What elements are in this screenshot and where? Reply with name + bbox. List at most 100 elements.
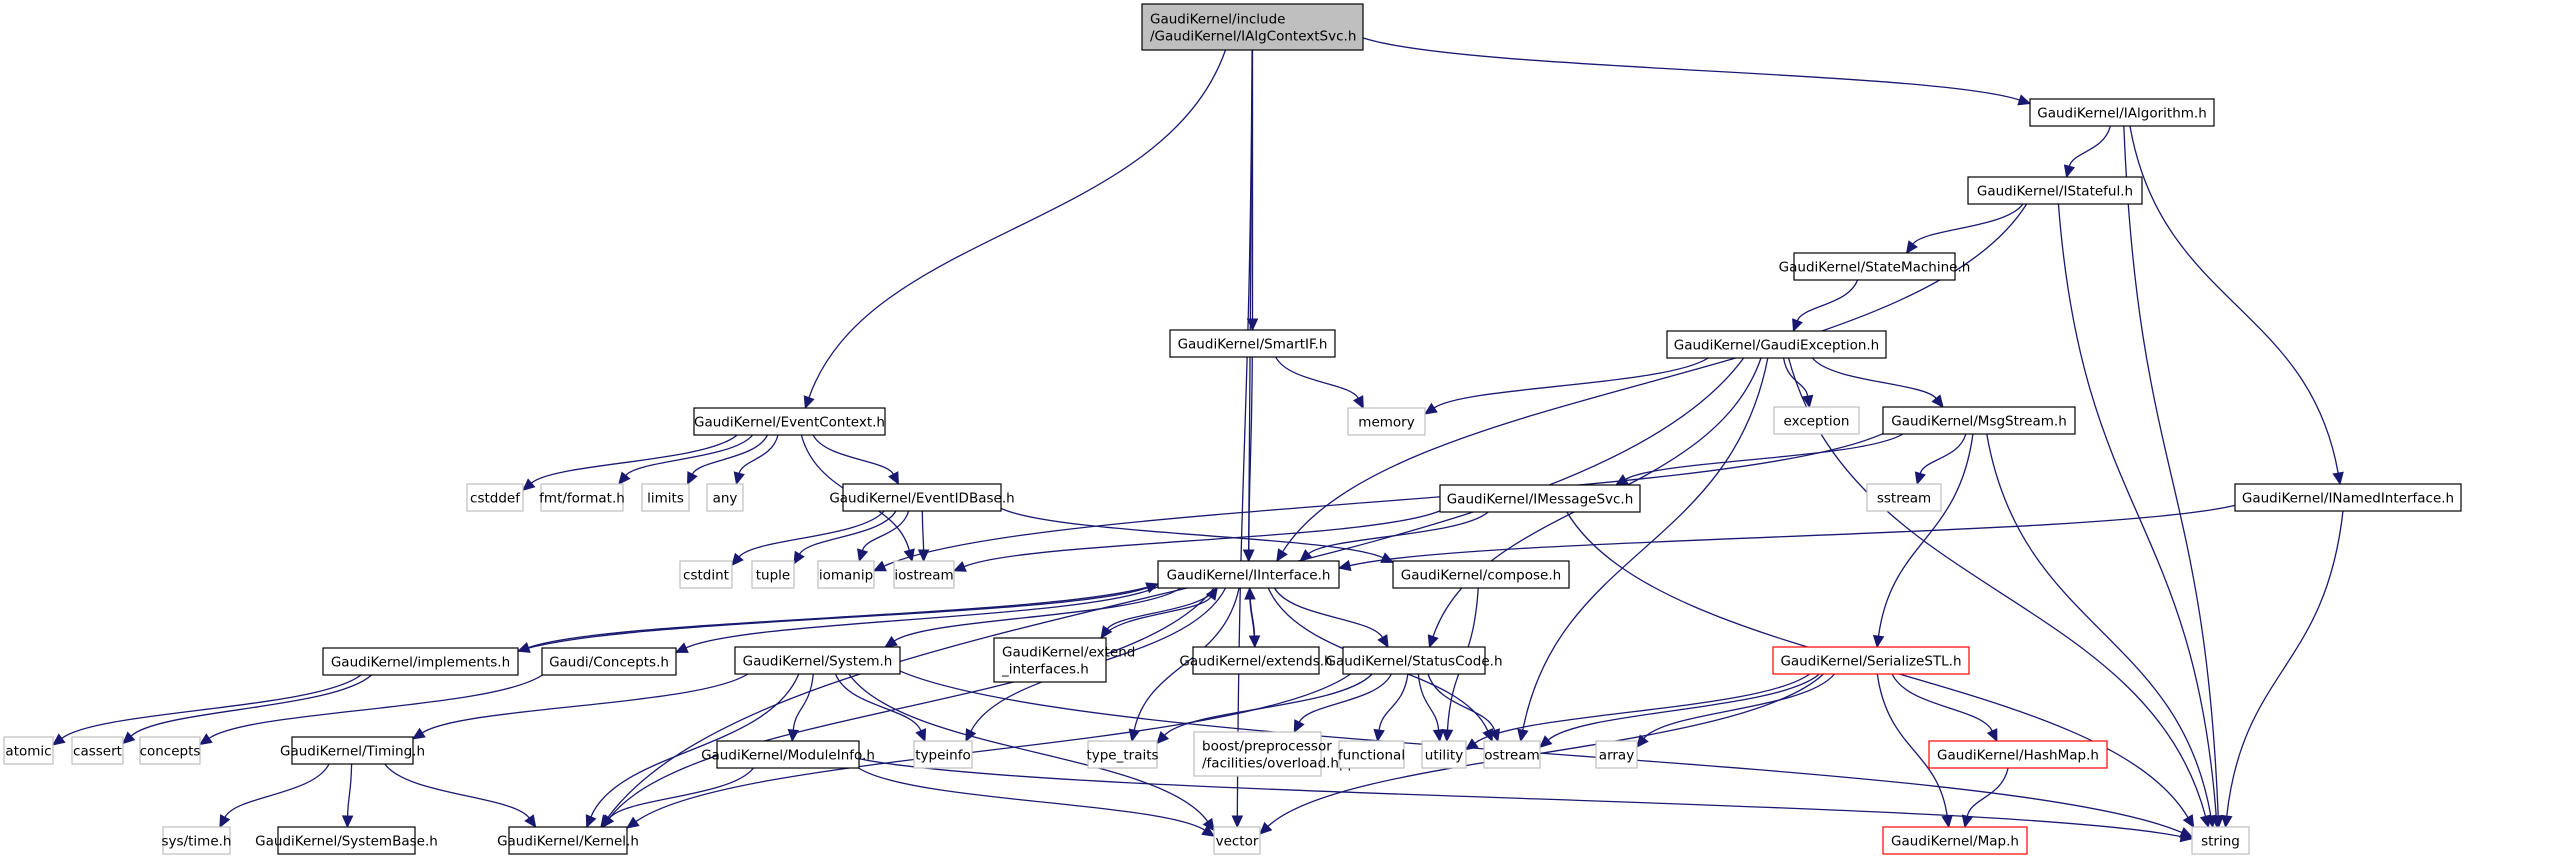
edge-EventContext-to-any [738,434,779,474]
edge-GaudiException-to-exception [1782,357,1809,397]
node-SmartIF[interactable]: GaudiKernel/SmartIF.h [1169,329,1336,358]
node-box [162,826,231,855]
node-vector: vector [1213,826,1261,855]
node-IMessageSvc[interactable]: GaudiKernel/IMessageSvc.h [1439,484,1641,513]
edge-GaudiException-to-memory [1433,357,1709,409]
arrowhead-IMessageSvc-to-iostream [952,561,967,572]
edge-GaudiException-to-ostream [1522,357,1769,731]
edge-IMessageSvc-to-iostream [963,510,1441,568]
arrowhead-MsgStream-to-SerializeSTL [1872,634,1885,649]
arrowhead-implements-to-IInterface [1145,582,1160,594]
edge-IAlgorithm-to-IStateful [2068,125,2112,167]
edge-IInterface-to-Kernel [608,587,1215,819]
arrowhead-IAlgorithm-to-INamedInterface [2332,471,2344,486]
node-compose[interactable]: GaudiKernel/compose.h [1392,560,1570,589]
node-IInterface[interactable]: GaudiKernel/IInterface.h [1157,560,1340,589]
edge-StatusCode-to-Kernel [635,673,1351,823]
arrowhead-IInterface-to-StatusCode [1377,634,1389,649]
node-ModuleInfo[interactable]: GaudiKernel/ModuleInfo.h [701,740,875,769]
node-INamedInterface[interactable]: GaudiKernel/INamedInterface.h [2234,483,2462,512]
node-label: GaudiKernel/SystemBase.h [255,834,438,850]
edge-StatusCode-to-type_traits [1164,673,1373,736]
node-overload: boost/preprocessor/facilities/overload.h… [1193,731,1356,777]
node-box [1928,740,2108,769]
node-label: ostream [1484,748,1540,764]
arrowhead-GaudiException-to-ostream [1517,728,1529,743]
node-label: boost/preprocessor [1202,739,1332,755]
nodes-layer: GaudiKernel/include/GaudiKernel/IAlgCont… [3,3,2462,855]
node-box [1793,252,1956,281]
edge-EventContext-to-fmtformat [625,434,754,476]
node-IStateful[interactable]: GaudiKernel/IStateful.h [1967,176,2143,205]
arrowhead-GaudiException-to-exception [1801,394,1814,409]
node-GaudiException[interactable]: GaudiKernel/GaudiException.h [1666,330,1887,359]
edge-INamedInterface-to-IInterface [1349,504,2236,567]
node-IAlgorithm[interactable]: GaudiKernel/IAlgorithm.h [2029,98,2215,127]
node-label: functional [1338,748,1405,764]
node-label: GaudiKernel/IAlgorithm.h [2037,106,2207,122]
node-MsgStream[interactable]: GaudiKernel/MsgStream.h [1882,406,2076,435]
arrowhead-EventIDBase-to-tuple [793,550,805,565]
node-box [751,560,795,589]
node-label: concepts [140,744,201,760]
node-System[interactable]: GaudiKernel/System.h [734,646,901,675]
node-label: GaudiKernel/IStateful.h [1977,184,2133,200]
node-root[interactable]: GaudiKernel/include/GaudiKernel/IAlgCont… [1141,3,1364,51]
node-iomanip: iomanip [817,560,875,589]
arrowhead-INamedInterface-to-IInterface [1337,559,1352,572]
node-exception: exception [1773,406,1860,435]
edge-SerializeSTL-to-ostream [1547,673,1820,741]
node-label: type_traits [1086,748,1158,764]
edge-HashMap-to-Map [1966,767,2009,817]
node-label: memory [1358,415,1414,431]
node-HashMap[interactable]: GaudiKernel/HashMap.h [1928,740,2108,769]
node-box [1392,560,1570,589]
arrowhead-SerializeSTL-to-utility [1465,738,1479,751]
node-box [508,826,628,855]
node-Timing[interactable]: GaudiKernel/Timing.h [280,736,425,765]
node-ostream: ostream [1483,740,1541,769]
node-limits: limits [641,483,690,512]
node-Concepts[interactable]: Gaudi/Concepts.h [541,647,677,676]
node-EventContext[interactable]: GaudiKernel/EventContext.h [693,407,886,436]
edge-MsgStream-to-sstream [1919,433,1967,474]
node-SystemBase[interactable]: GaudiKernel/SystemBase.h [255,826,438,855]
node-label: GaudiKernel/EventIDBase.h [829,491,1014,507]
node-label: GaudiKernel/Kernel.h [497,834,639,850]
node-label: limits [647,491,684,507]
edge-implements-to-cassert [130,674,372,737]
node-extends[interactable]: GaudiKernel/extends.h [1179,646,1333,675]
node-implements[interactable]: GaudiKernel/implements.h [322,647,519,676]
arrowhead-StatusCode-to-type_traits [1156,731,1170,745]
edge-GaudiException-to-MsgStream [1811,357,1937,399]
node-Kernel[interactable]: GaudiKernel/Kernel.h [497,826,639,855]
node-iostream: iostream [893,560,955,589]
edge-ModuleInfo-to-vector [858,767,1206,831]
arrowhead-EventContext-to-EventIDBase [888,471,900,486]
node-SerializeSTL[interactable]: GaudiKernel/SerializeSTL.h [1772,646,1970,675]
edge-SerializeSTL-to-Map [1876,673,1948,817]
node-EventIDBase[interactable]: GaudiKernel/EventIDBase.h [829,483,1015,512]
node-StatusCode[interactable]: GaudiKernel/StatusCode.h [1326,646,1503,675]
node-label: Gaudi/Concepts.h [549,655,669,671]
node-box [893,560,955,589]
node-sstream: sstream [1866,483,1942,512]
node-box [1193,731,1322,777]
arrowhead-System-to-typeinfo [915,728,927,743]
arrowhead-Timing-to-Kernel [524,814,537,828]
node-any: any [706,483,744,512]
node-Map[interactable]: GaudiKernel/Map.h [1882,826,2028,855]
node-label: _interfaces.h [1001,662,1089,678]
arrowhead-SerializeSTL-to-vector [1259,821,1273,835]
arrowhead-root-to-EventContext [803,395,815,410]
node-extend_interfaces[interactable]: GaudiKernel/extend_interfaces.h [993,637,1135,683]
edge-GaudiException-to-Kernel [606,357,1745,819]
edge-GaudiException-to-string [1787,357,2207,817]
node-StateMachine[interactable]: GaudiKernel/StateMachine.h [1779,252,1971,281]
arrowhead-System-to-Timing [411,727,426,740]
node-box [1666,330,1887,359]
arrowhead-MsgStream-to-IMessageSvc [1614,474,1629,486]
arrowhead-root-to-IAlgorithm [2017,94,2032,106]
node-box [1866,483,1942,512]
node-cstddef: cstddef [466,483,524,512]
